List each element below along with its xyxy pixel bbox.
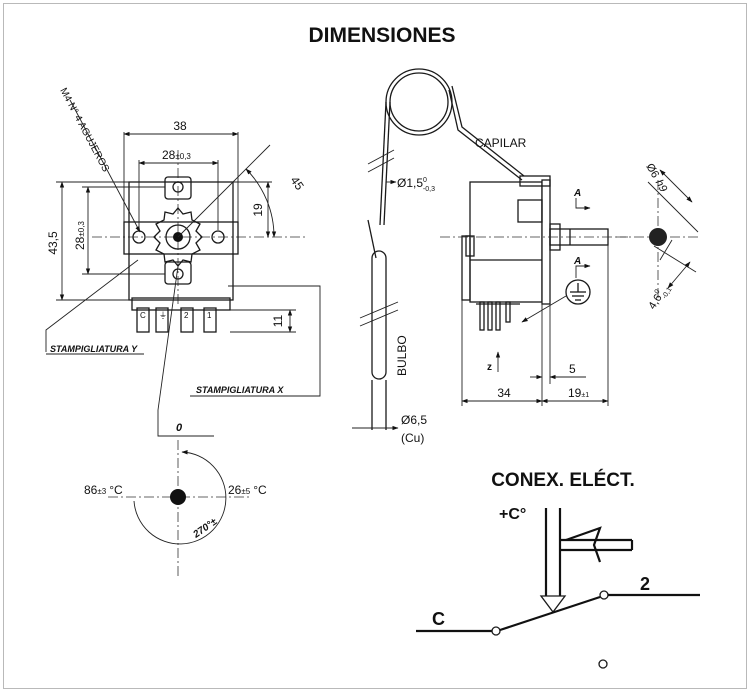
dial-zero-label: 0 xyxy=(176,422,183,434)
dim-body-depth-34: 34 xyxy=(497,386,511,400)
holes-note: M4 N° 4 AGUJEROS xyxy=(57,86,111,174)
dim-height-43-5: 43,5 xyxy=(46,231,60,255)
z-axis-label: z xyxy=(487,362,492,373)
stamp-x-label: STAMPIGLIATURA X xyxy=(196,385,284,395)
dim-offset-19: 19 xyxy=(251,203,265,217)
dim-step-5: 5 xyxy=(569,362,576,376)
bulb-diameter: Ø6,5 xyxy=(401,413,427,427)
drawing-title: DIMENSIONES xyxy=(308,24,455,47)
bulb-label: BULBO xyxy=(395,335,409,376)
capillary-tol-lower: -0,3 xyxy=(423,186,435,193)
terminal-label-c: C xyxy=(140,311,146,320)
capillary-tol-upper: 0 xyxy=(423,177,427,184)
dial-right-temp-tol: ±5 xyxy=(241,487,250,496)
terminal-2-icon xyxy=(599,590,609,600)
shaft-diameter-tol: h9 xyxy=(653,178,670,195)
svg-text:26±5°C: 26±5°C xyxy=(228,483,267,497)
side-view: BULBO Ø1,50-0,3 CAPILAR Ø6,5 (Cu) xyxy=(352,68,700,445)
dial-right-temp: 26 xyxy=(228,483,242,497)
terminal-c-icon xyxy=(491,626,501,636)
dim-shaft-length-19: 19 xyxy=(568,386,582,400)
dim-terminal-11: 11 xyxy=(271,314,285,327)
capilar-label: CAPILAR xyxy=(475,136,527,150)
section-mark-bottom: A xyxy=(573,256,581,267)
plus-c-label: +C° xyxy=(499,506,526,523)
dial-shaft-icon xyxy=(170,489,186,505)
dial-diagram: 0 270°± 86±3°C 26±5°C xyxy=(84,422,267,578)
dim-width-38: 38 xyxy=(173,119,187,133)
ground-symbol-icon xyxy=(565,279,591,305)
dim-hole-spacing-tol: ±0,3 xyxy=(175,152,191,161)
shaft-section-icon xyxy=(649,228,667,246)
terminal-2-label: 2 xyxy=(640,574,650,594)
bulb-material: (Cu) xyxy=(401,431,424,445)
shaft-diameter: Ø6 xyxy=(643,162,661,181)
dim-vertical-spacing: 28 xyxy=(73,236,87,250)
flat-width-tol-lower: -0,1 xyxy=(661,286,673,300)
common-terminal-label: C xyxy=(432,609,445,629)
svg-text:86±3°C: 86±3°C xyxy=(84,483,123,497)
flat-width-tol-upper: 0 xyxy=(654,288,662,295)
capillary-diameter: Ø1,5 xyxy=(397,176,423,190)
dial-rotation-label: 270°± xyxy=(191,516,220,541)
capillary-coil-icon xyxy=(385,68,453,136)
drawing-frame xyxy=(3,3,747,689)
dial-left-temp-tol: ±3 xyxy=(97,487,106,496)
svg-text:Ø6h9: Ø6h9 xyxy=(643,162,669,195)
electrical-diagram: CONEX. ELÉCT. +C° C 2 xyxy=(416,469,700,669)
terminal-label-2: 2 xyxy=(184,311,189,320)
electrical-title: CONEX. ELÉCT. xyxy=(491,469,635,491)
terminal-1-icon xyxy=(598,659,608,669)
dim-shaft-length-tol: ±1 xyxy=(581,392,589,399)
svg-text:19±1: 19±1 xyxy=(568,386,589,400)
dial-left-temp: 86 xyxy=(84,483,98,497)
thermostat-body xyxy=(128,181,234,301)
dim-vertical-spacing-tol: ±0,3 xyxy=(77,221,86,237)
svg-text:28±0,3: 28±0,3 xyxy=(162,148,191,162)
terminal-label-1: 1 xyxy=(207,311,212,320)
terminal-label-ground: ⏚ xyxy=(159,311,167,320)
stamp-y-label: STAMPIGLIATURA Y xyxy=(50,344,138,354)
dim-hole-spacing: 28 xyxy=(162,148,176,162)
svg-text:Ø1,50-0,3: Ø1,50 -0,3 xyxy=(397,176,435,193)
svg-text:28±0,3: 28±0,3 xyxy=(73,221,87,250)
dim-angle-45: 45 xyxy=(288,174,307,193)
front-view: M4 N° 4 AGUJEROS 38 28±0,3 43,5 28±0,3 1… xyxy=(45,86,321,437)
section-mark-top: A xyxy=(573,188,581,199)
dial-left-unit: °C xyxy=(109,483,123,497)
actuator-arrow-icon xyxy=(539,595,567,614)
dial-right-unit: °C xyxy=(253,483,267,497)
